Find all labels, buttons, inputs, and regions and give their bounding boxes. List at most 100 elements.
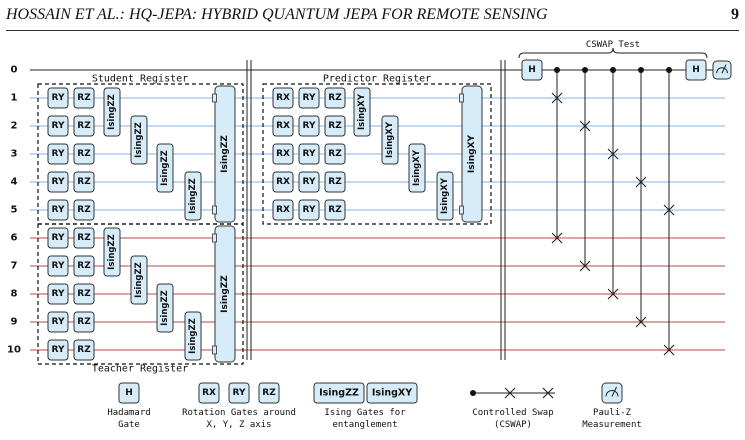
predictor-isingxy-gate-1-label: IsingXY (357, 93, 367, 130)
page-header: HOSSAIN ET AL.: HQ-JEPA: HYBRID QUANTUM … (6, 6, 739, 28)
cswap-brace (518, 47, 708, 59)
cswap-hadamard-gate-2-label: H (692, 65, 700, 75)
predictor-rz-gate-5-label: RZ (328, 205, 342, 215)
predictor-rz-gate-4 (324, 171, 346, 193)
teacher-rz-gate-4-label: RZ (77, 317, 91, 327)
student-rz-gate-2 (73, 115, 95, 137)
predictor-rz-gate-5 (324, 199, 346, 221)
legend-isingzz-gate-label: IsingZZ (319, 388, 359, 399)
student-ry-gate-1-label: RY (52, 93, 65, 103)
cswap-cross-3-1 (607, 288, 619, 300)
cswap-cross-3-0 (607, 148, 619, 160)
legend-ry-gate-label: RY (233, 388, 246, 398)
wire-label-6: 6 (11, 233, 18, 244)
predictor-isingxy-gate-4 (436, 171, 454, 221)
student-rz-gate-5-label: RZ (77, 205, 91, 215)
cswap-control-dot-4 (638, 67, 644, 73)
cswap-control-dot-2 (582, 67, 588, 73)
legend-measurement-icon-arc (605, 390, 619, 397)
cswap-cross-2-1 (579, 260, 591, 272)
teacher-isingzz-gate-1 (103, 227, 121, 277)
measurement-meter-icon-arc (716, 67, 728, 74)
predictor-rz-gate-3 (324, 143, 346, 165)
predictor-rx-gate-5-label: RX (276, 205, 290, 215)
student-isingzz-final-gate-tab-1 (212, 205, 217, 215)
predictor-rx-gate-2 (272, 115, 294, 137)
teacher-ry-gate-1-label: RY (52, 233, 65, 243)
teacher-ry-gate-3-label: RY (52, 289, 65, 299)
legend-label-3-line2: entanglement (332, 420, 397, 430)
predictor-rx-gate-1 (272, 87, 294, 109)
predictor-isingxy-final-gate (461, 85, 483, 223)
predictor-isingxy-gate-4-label: IsingXY (440, 177, 450, 214)
student-ry-gate-5-label: RY (52, 205, 65, 215)
wire-label-4: 4 (11, 177, 18, 188)
cswap-cross-2-0 (579, 120, 591, 132)
teacher-isingzz-gate-2 (130, 255, 148, 305)
student-rz-gate-1 (73, 87, 95, 109)
student-rz-gate-4-label: RZ (77, 177, 91, 187)
legend-rx-gate-label: RX (202, 388, 216, 398)
student-isingzz-gate-2-label: IsingZZ (134, 122, 144, 158)
predictor-rx-gate-3 (272, 143, 294, 165)
circuit-gates: RY RZ RY RZ RY RZ RY RZ RY RZ IsingZZ IsingZZ IsingZ… (47, 85, 483, 363)
legend-label-4-line2: (CSWAP) (494, 420, 532, 430)
teacher-rz-gate-3-label: RZ (77, 289, 91, 299)
student-isingzz-gate-4-label: IsingZZ (188, 178, 198, 214)
legend-measurement-icon-needle (611, 386, 617, 397)
student-isingzz-gate-3 (156, 143, 174, 193)
wire-label-0: 0 (11, 65, 18, 76)
student-isingzz-gate-2 (130, 115, 148, 165)
legend-label-2-line2: X, Y, Z axis (206, 420, 271, 430)
cswap-control-dot-5 (666, 67, 672, 73)
teacher-rz-gate-4 (73, 311, 95, 333)
teacher-isingzz-gate-3 (156, 283, 174, 333)
predictor-rz-gate-1-label: RZ (328, 93, 342, 103)
legend-label-1-line1: Hadamard (107, 408, 150, 418)
student-isingzz-final-gate-tab-0 (212, 93, 217, 103)
student-ry-gate-1 (47, 87, 69, 109)
predictor-ry-gate-5-label: RY (303, 205, 316, 215)
predictor-ry-gate-3 (298, 143, 320, 165)
legend-rz-gate-label: RZ (262, 388, 276, 398)
student-isingzz-gate-4 (184, 171, 202, 221)
teacher-ry-gate-5-label: RY (52, 345, 65, 355)
wire-label-2: 2 (11, 121, 18, 132)
teacher-isingzz-final-gate-tab-1 (212, 345, 217, 355)
teacher-register-box (37, 223, 244, 365)
predictor-isingxy-gate-1 (353, 87, 371, 137)
predictor-rx-gate-4-label: RX (276, 177, 290, 187)
student-ry-gate-2 (47, 115, 69, 137)
student-ry-gate-5 (47, 199, 69, 221)
legend-ry-gate (228, 382, 250, 404)
student-rz-gate-4 (73, 171, 95, 193)
predictor-rx-gate-1-label: RX (276, 93, 290, 103)
wire-label-9: 9 (11, 317, 18, 328)
teacher-rz-gate-3 (73, 283, 95, 305)
teacher-isingzz-gate-4 (184, 311, 202, 361)
predictor-ry-gate-2-label: RY (303, 121, 316, 131)
cswap-cross-4-0 (635, 176, 647, 188)
student-isingzz-final-gate-label: IsingZZ (220, 135, 230, 173)
cswap-hadamard-gate-1 (521, 59, 543, 81)
cswap-cross-5-0 (663, 204, 675, 216)
wire-label-5: 5 (11, 205, 18, 216)
teacher-ry-gate-1 (47, 227, 69, 249)
legend-label-5-line1: Pauli-Z (593, 408, 632, 418)
predictor-isingxy-gate-3-label: IsingXY (412, 149, 422, 186)
teacher-rz-gate-1 (73, 227, 95, 249)
legend-label-1-line2: Gate (118, 420, 140, 430)
teacher-ry-gate-2 (47, 255, 69, 277)
predictor-rx-gate-4 (272, 171, 294, 193)
cswap-control-dot-3 (610, 67, 616, 73)
predictor-rz-gate-1 (324, 87, 346, 109)
predictor-ry-gate-1-label: RY (303, 93, 316, 103)
legend-rz-gate (258, 382, 280, 404)
legend-rx-gate (198, 382, 220, 404)
teacher-ry-gate-3 (47, 283, 69, 305)
predictor-isingxy-final-gate-label: IsingXY (467, 134, 477, 173)
